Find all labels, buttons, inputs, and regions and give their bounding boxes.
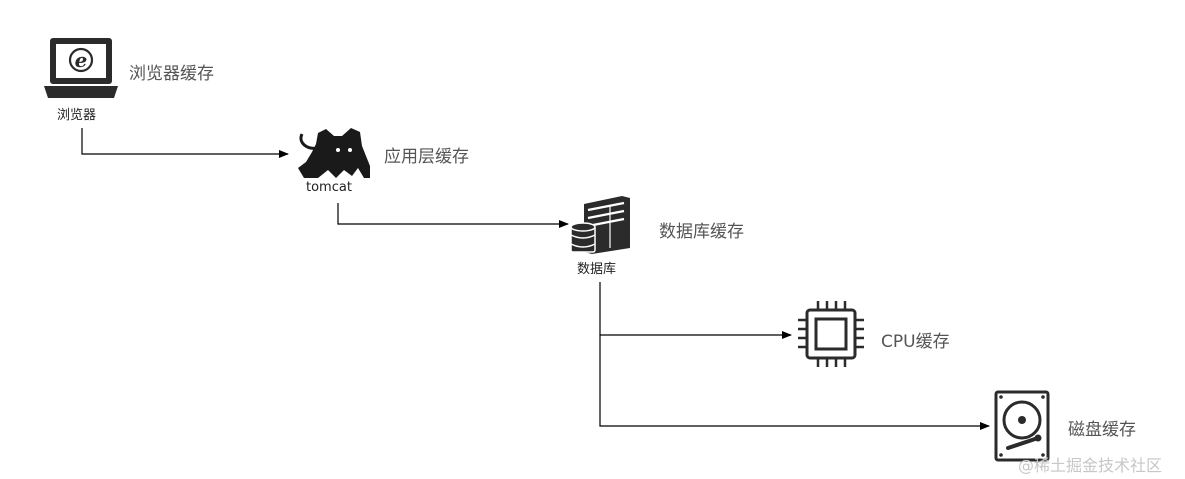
hard-disk-icon bbox=[994, 390, 1050, 462]
browser-cache-caption: 浏览器缓存 bbox=[129, 64, 214, 84]
connector-tomcat-to-database bbox=[337, 203, 569, 228]
connector-database-to-cpu bbox=[599, 282, 792, 339]
connector-database-to-disk bbox=[599, 335, 990, 430]
svg-text:e: e bbox=[75, 48, 88, 72]
tomcat-node-label: tomcat bbox=[306, 180, 352, 195]
laptop-browser-icon: e bbox=[44, 38, 118, 98]
tomcat-cat-icon bbox=[298, 128, 370, 178]
database-node-label: 数据库 bbox=[577, 262, 617, 277]
connector-browser-to-tomcat bbox=[81, 128, 289, 158]
database-server-icon bbox=[570, 196, 630, 254]
disk-cache-caption: 磁盘缓存 bbox=[1068, 420, 1136, 440]
watermark: @稀土掘金技术社区 bbox=[1018, 456, 1163, 475]
cpu-cache-caption: CPU缓存 bbox=[881, 332, 950, 352]
database-cache-caption: 数据库缓存 bbox=[659, 222, 744, 242]
app-layer-cache-caption: 应用层缓存 bbox=[384, 147, 469, 167]
cpu-chip-icon bbox=[798, 301, 864, 367]
browser-node-label: 浏览器 bbox=[57, 108, 97, 123]
